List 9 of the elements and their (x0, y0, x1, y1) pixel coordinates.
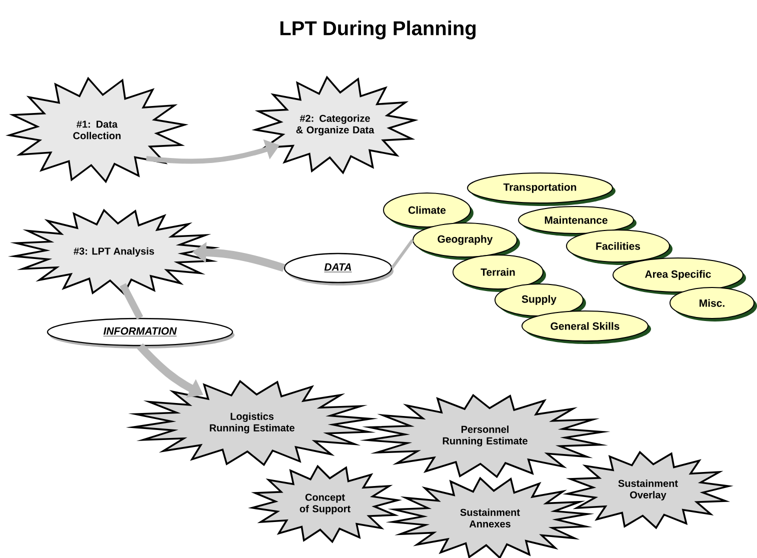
oval: Area Specific (612, 258, 746, 295)
title: LPT During Planning (280, 20, 476, 40)
oval: Geography (412, 222, 520, 260)
oval: General Skills (522, 310, 651, 344)
oval: INFORMATION (46, 318, 234, 348)
oval: Transportation (467, 172, 616, 206)
oval: Misc. (670, 287, 757, 322)
oval: Facilities (566, 230, 672, 265)
oval: DATA (284, 252, 394, 286)
